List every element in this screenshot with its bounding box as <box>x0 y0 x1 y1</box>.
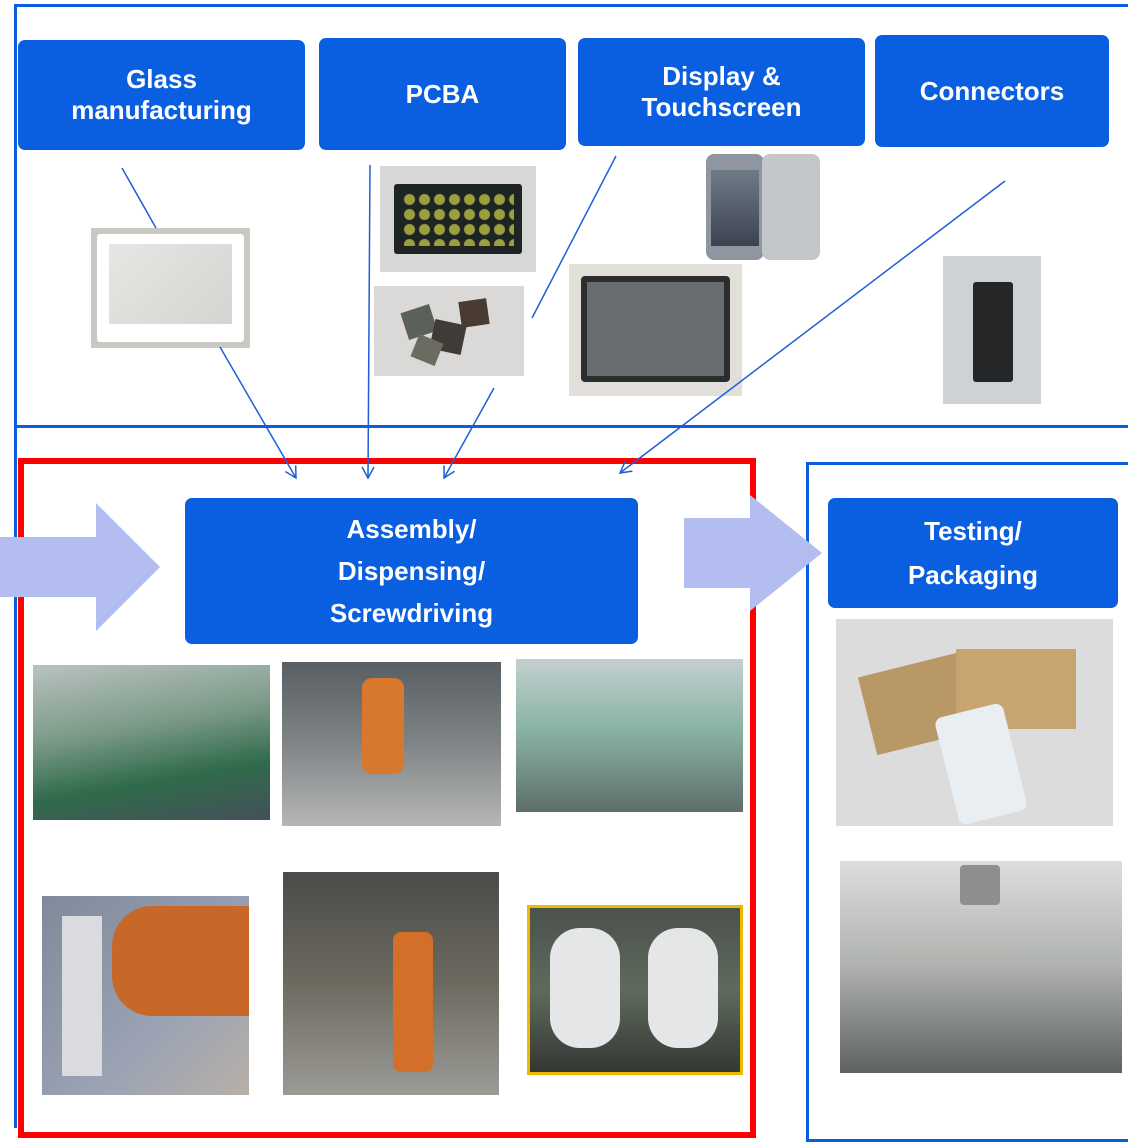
pcb-tray-photo <box>380 166 536 272</box>
assembly-label: Assembly/ Dispensing/ Screwdriving <box>329 514 494 628</box>
glass-manufacturing-box: Glass manufacturing <box>18 40 305 150</box>
pcba-to-assembly-arrow <box>361 164 375 480</box>
assembly-line-workers-photo <box>33 665 270 820</box>
assembly-box: Assembly/ Dispensing/ Screwdriving <box>185 498 638 644</box>
connectors-box: Connectors <box>875 35 1109 147</box>
left-edge-line <box>14 428 17 1128</box>
display-touchscreen-box: Display & Touchscreen <box>578 38 865 146</box>
gloved-hands-assembly-photo <box>527 905 743 1075</box>
delta-robot-cell-photo <box>840 861 1122 1073</box>
display-touchscreen-label: Display & Touchscreen <box>641 61 802 122</box>
connectors-label: Connectors <box>919 75 1065 106</box>
orange-robot-arm-photo <box>282 662 501 826</box>
phone-packaging-box-photo <box>836 619 1113 826</box>
inputs-frame <box>14 4 1128 428</box>
connector-part-photo <box>943 256 1041 404</box>
testing-label: Testing/ Packaging <box>907 516 1039 590</box>
glass-to-photo-line <box>121 167 157 229</box>
flow-arrow-out <box>684 495 822 611</box>
touch-panel-photo <box>569 264 742 396</box>
glass-manufacturing-label: Glass manufacturing <box>71 64 252 125</box>
smartphone-touchscreen-photo <box>700 152 832 264</box>
pcba-box: PCBA <box>319 38 566 150</box>
chips-to-assembly-arrow <box>443 387 495 480</box>
pcba-label: PCBA <box>405 78 480 109</box>
electronics-workshop-photo <box>516 659 743 812</box>
cover-glass-panel-photo <box>91 228 250 348</box>
orange-robot-factory-photo <box>283 872 499 1095</box>
pcb-chips-photo <box>374 286 524 376</box>
testing-box: Testing/ Packaging <box>828 498 1118 608</box>
flow-arrow-in <box>0 503 160 631</box>
display-to-photo-line <box>531 155 617 319</box>
glass-to-assembly-arrow <box>219 346 297 480</box>
robot-screwdriver-cad-photo <box>42 896 249 1095</box>
connectors-to-assembly-arrow <box>618 180 1006 474</box>
